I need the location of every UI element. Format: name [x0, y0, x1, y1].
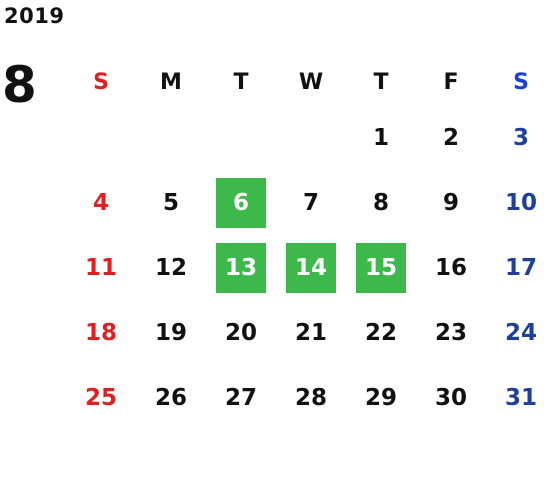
- day-cell-highlighted[interactable]: 13: [206, 235, 276, 300]
- weekday-header-wed: W: [298, 70, 324, 95]
- day-number: 5: [162, 189, 179, 216]
- day-cell[interactable]: 26: [136, 365, 206, 430]
- day-number: 4: [92, 189, 109, 216]
- day-number: 31: [504, 384, 537, 411]
- day-cell[interactable]: 1: [346, 105, 416, 170]
- day-number: 1: [372, 124, 389, 151]
- day-cell: [206, 105, 276, 170]
- day-number: 26: [154, 384, 187, 411]
- day-cell[interactable]: 25: [66, 365, 136, 430]
- day-cell[interactable]: 17: [486, 235, 548, 300]
- day-cell[interactable]: 29: [346, 365, 416, 430]
- day-number: 12: [154, 254, 187, 281]
- day-number: 20: [224, 319, 257, 346]
- day-number: 17: [504, 254, 537, 281]
- day-cell[interactable]: 20: [206, 300, 276, 365]
- day-cell[interactable]: 4: [66, 170, 136, 235]
- weekday-header-mon: M: [160, 70, 182, 95]
- calendar-month: 8: [2, 56, 37, 114]
- day-cell[interactable]: 21: [276, 300, 346, 365]
- day-cell[interactable]: 23: [416, 300, 486, 365]
- day-cell[interactable]: 18: [66, 300, 136, 365]
- day-number: 19: [154, 319, 187, 346]
- day-cell[interactable]: 27: [206, 365, 276, 430]
- day-cell[interactable]: 28: [276, 365, 346, 430]
- day-cell[interactable]: 30: [416, 365, 486, 430]
- day-number: 7: [302, 189, 319, 216]
- day-number: 9: [442, 189, 459, 216]
- day-cell[interactable]: 12: [136, 235, 206, 300]
- day-number: 24: [504, 319, 537, 346]
- day-number: 14: [286, 242, 336, 293]
- weekday-header-tue: T: [233, 70, 249, 95]
- day-number: 6: [216, 177, 266, 228]
- day-number: 8: [372, 189, 389, 216]
- day-cell[interactable]: 31: [486, 365, 548, 430]
- weekday-header-fri: F: [443, 70, 459, 95]
- day-cell: [276, 105, 346, 170]
- calendar-grid: S M T W T F S 1 2 3 4 5 6 7 8 9 10 11 12…: [66, 60, 548, 430]
- day-cell: [136, 105, 206, 170]
- day-cell[interactable]: 10: [486, 170, 548, 235]
- day-number: 13: [216, 242, 266, 293]
- day-number: 10: [504, 189, 537, 216]
- day-cell[interactable]: 8: [346, 170, 416, 235]
- day-number: 29: [364, 384, 397, 411]
- day-number: 15: [356, 242, 406, 293]
- weekday-header-sat: S: [513, 70, 529, 95]
- day-number: 3: [512, 124, 529, 151]
- calendar-year: 2019: [4, 4, 65, 28]
- day-cell[interactable]: 5: [136, 170, 206, 235]
- day-cell-highlighted[interactable]: 15: [346, 235, 416, 300]
- day-cell-highlighted[interactable]: 14: [276, 235, 346, 300]
- day-cell: [66, 105, 136, 170]
- day-cell[interactable]: 7: [276, 170, 346, 235]
- day-number: 11: [84, 254, 117, 281]
- weekday-header-thu: T: [373, 70, 389, 95]
- weekday-header-sun: S: [93, 70, 109, 95]
- day-cell[interactable]: 16: [416, 235, 486, 300]
- day-cell[interactable]: 3: [486, 105, 548, 170]
- day-number: 23: [434, 319, 467, 346]
- day-number: 22: [364, 319, 397, 346]
- day-cell[interactable]: 19: [136, 300, 206, 365]
- day-cell[interactable]: 2: [416, 105, 486, 170]
- day-number: 18: [84, 319, 117, 346]
- day-cell-highlighted[interactable]: 6: [206, 170, 276, 235]
- day-number: 25: [84, 384, 117, 411]
- day-cell[interactable]: 22: [346, 300, 416, 365]
- day-number: 30: [434, 384, 467, 411]
- day-number: 27: [224, 384, 257, 411]
- day-cell[interactable]: 9: [416, 170, 486, 235]
- day-cell[interactable]: 24: [486, 300, 548, 365]
- day-number: 16: [434, 254, 467, 281]
- day-number: 2: [442, 124, 459, 151]
- day-number: 28: [294, 384, 327, 411]
- day-number: 21: [294, 319, 327, 346]
- day-cell[interactable]: 11: [66, 235, 136, 300]
